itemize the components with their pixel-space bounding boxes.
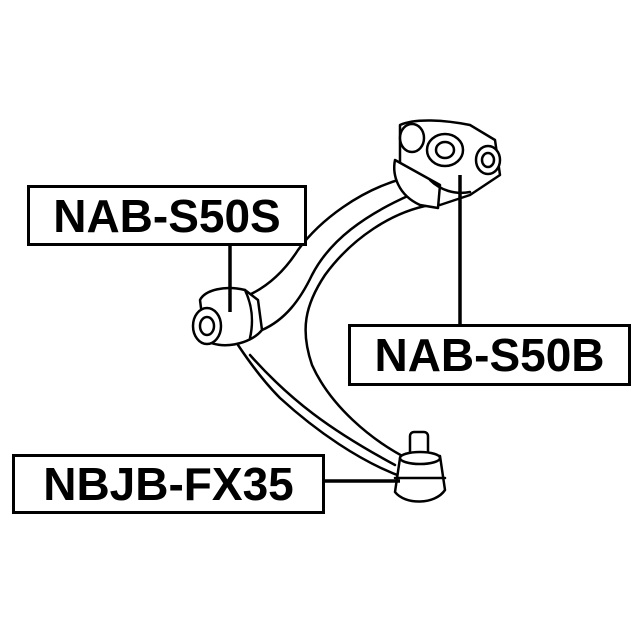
part-label-rear-bushing: NAB-S50B — [348, 324, 631, 386]
front-bushing — [191, 286, 264, 347]
ball-joint — [393, 430, 447, 503]
control-arm-body — [234, 176, 432, 480]
part-label-front-bushing: NAB-S50S — [27, 185, 307, 246]
rear-bushing — [393, 119, 502, 210]
arm-edge-line — [248, 353, 397, 467]
arm-rib-line — [260, 193, 412, 332]
part-label-ball-joint: NBJB-FX35 — [12, 454, 325, 514]
